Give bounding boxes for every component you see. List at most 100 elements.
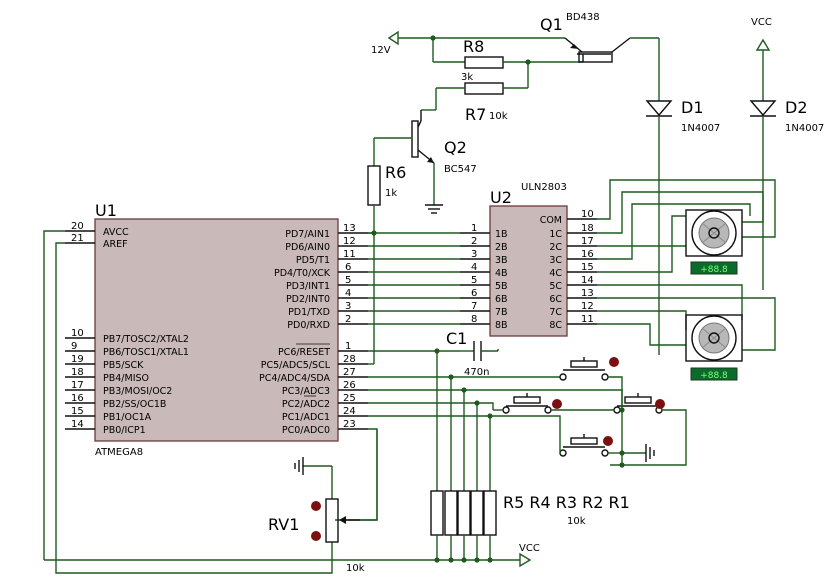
svg-text:PC1/ADC1: PC1/ADC1 [282, 412, 330, 423]
ground-rv1 [294, 457, 304, 475]
svg-text:PB5/SCK: PB5/SCK [103, 360, 144, 371]
svg-text:9: 9 [71, 341, 77, 352]
svg-text:8B: 8B [495, 320, 508, 331]
svg-text:8C: 8C [549, 320, 562, 331]
svg-text:PD0/RXD: PD0/RXD [287, 320, 330, 331]
svg-text:5: 5 [345, 275, 351, 286]
transistor-q2: Q2 BC547 [411, 110, 477, 175]
svg-text:1B: 1B [495, 229, 508, 240]
svg-text:PB1/OC1A: PB1/OC1A [103, 412, 152, 423]
svg-text:PC4/ADC4/SDA: PC4/ADC4/SDA [259, 373, 330, 384]
u2-pin-left: 44B [460, 262, 508, 279]
svg-text:20: 20 [71, 221, 84, 232]
svg-text:16: 16 [71, 393, 84, 404]
svg-text:4C: 4C [549, 268, 562, 279]
u2-pin-left: 66B [460, 288, 508, 305]
r6-ref: R6 [385, 163, 406, 182]
wires-pullups [436, 351, 493, 491]
svg-text:PB6/TOSC1/XTAL1: PB6/TOSC1/XTAL1 [103, 347, 189, 358]
r7-ref: R7 [465, 105, 486, 124]
d1-ref: D1 [681, 98, 704, 117]
svg-text:5B: 5B [495, 281, 508, 292]
svg-text:PC5/ADC5/SCL: PC5/ADC5/SCL [261, 360, 331, 371]
svg-text:1C: 1C [549, 229, 562, 240]
r7-value: 10k [489, 111, 508, 122]
svg-text:16: 16 [581, 249, 594, 260]
svg-text:PC3/ADC3: PC3/ADC3 [282, 386, 330, 397]
svg-text:PD6/AIN0: PD6/AIN0 [285, 242, 330, 253]
svg-text:PC2/ADC2: PC2/ADC2 [282, 399, 330, 410]
q1-ref: Q1 [540, 15, 563, 34]
svg-text:25: 25 [343, 393, 356, 404]
svg-text:21: 21 [71, 233, 84, 244]
svg-text:PD3/INT1: PD3/INT1 [286, 281, 330, 292]
ground-buttons [645, 444, 655, 462]
resistor-r6: R6 1k [367, 163, 406, 206]
u2-pin-left: 2 2B [460, 236, 508, 253]
svg-text:PC0/ADC0: PC0/ADC0 [282, 425, 330, 436]
svg-text:AREF: AREF [103, 239, 128, 250]
svg-text:6C: 6C [549, 294, 562, 305]
svg-text:14: 14 [581, 275, 594, 286]
rpack-value: 10k [567, 516, 586, 527]
u1-pin-left: 16 PB2/SS/OC1B [65, 393, 166, 410]
u1-pin-right: 28 PC5/ADC5/SCL [261, 354, 368, 371]
ic-u2: U2 ULN2803 11B 22B 33B 44B 55B 66B 77B 8… [460, 182, 597, 337]
svg-text:18: 18 [71, 367, 84, 378]
c1-value: 470n [464, 367, 489, 378]
d2-ref: D2 [785, 98, 808, 117]
rpack-refs: R5 R4 R3 R2 R1 [503, 493, 630, 512]
pushbutton-3 [613, 393, 665, 414]
resistor-r7: R7 10k [464, 82, 508, 124]
u1-pin-left: 20 AVCC [65, 221, 129, 238]
transistor-q1: Q1 BD438 [540, 12, 631, 63]
svg-text:2C: 2C [549, 242, 562, 253]
svg-text:2: 2 [345, 314, 351, 325]
svg-text:4: 4 [471, 262, 477, 273]
u2-pin-left: 33B [460, 249, 508, 266]
wires-avcc-aref [43, 230, 333, 574]
svg-text:2B: 2B [495, 242, 508, 253]
svg-text:PB4/MISO: PB4/MISO [103, 373, 149, 384]
rv1-ref: RV1 [268, 515, 299, 534]
svg-text:8: 8 [471, 314, 477, 325]
u1-pin-left: 14 PB0/ICP1 [65, 419, 146, 436]
rv1-value: 10k [346, 563, 365, 574]
u1-pin-left: 15 PB1/OC1A [65, 406, 152, 423]
potentiometer-rv1: RV1 10k [268, 466, 365, 574]
supply-12v: 12V [371, 30, 433, 56]
u1-pin-left: 17 PB3/MOSI/OC2 [65, 380, 172, 397]
vcc-bottom-label: VCC [519, 543, 540, 554]
svg-text:1: 1 [345, 341, 351, 352]
wires-buttons-common [493, 376, 687, 468]
svg-text:COM: COM [540, 215, 562, 226]
pushbutton-2 [502, 393, 562, 414]
svg-text:2: 2 [471, 236, 477, 247]
wires-pc-buttons [335, 233, 623, 521]
svg-text:24: 24 [343, 406, 356, 417]
svg-text:AVCC: AVCC [103, 227, 129, 238]
motor2-display: +88.8 [700, 371, 728, 381]
wires-u2-motors [597, 179, 776, 351]
u1-pin-right: 3 PD1/TXD [288, 301, 368, 318]
d2-part: 1N4007 [785, 123, 824, 134]
u1-pin-left: 21 AREF [65, 233, 128, 250]
u1-pin-right: 26 PC3/ADC3 [282, 380, 368, 397]
u2-pin-left: 11B [460, 223, 508, 240]
u1-pin-right: 11 PD5/T1 [296, 249, 368, 266]
r8-value: 3k [461, 72, 473, 83]
svg-text:PB2/SS/OC1B: PB2/SS/OC1B [103, 399, 166, 410]
svg-text:15: 15 [71, 406, 84, 417]
svg-text:12: 12 [581, 301, 594, 312]
stepper-motor-1: +88.8 [685, 209, 743, 275]
u1-pin-right: 12 PD6/AIN0 [285, 236, 368, 253]
svg-text:3: 3 [345, 301, 351, 312]
